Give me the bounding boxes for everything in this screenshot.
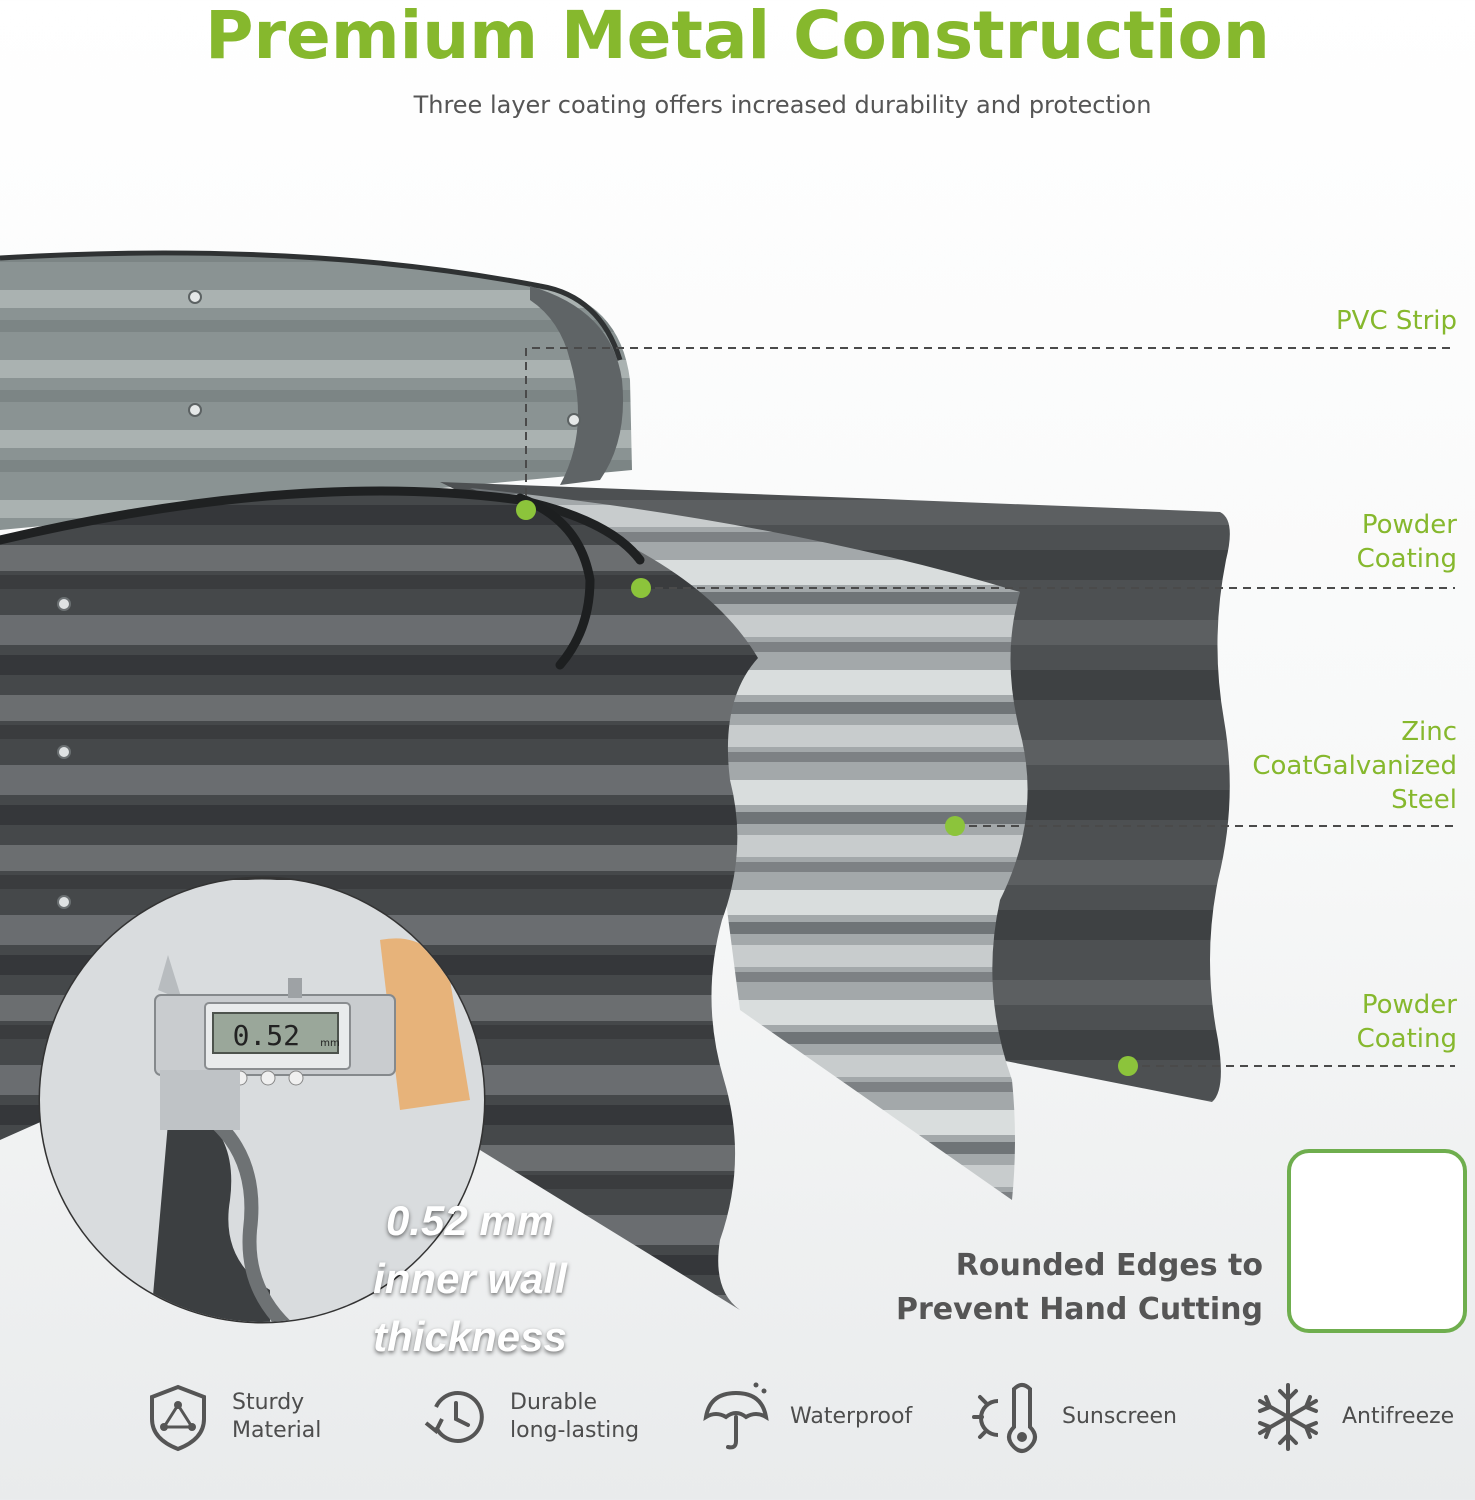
thickness-description: inner wall thickness [373,1255,567,1360]
feature-sturdy-material: Sturdy Material [140,1372,321,1462]
caliper-reading: 0.52 [233,1019,300,1052]
feature-antifreeze: Antifreeze [1250,1372,1454,1462]
label-powder-coating-inner: Powder Coating [1356,990,1457,1054]
thickness-value: 0.52 mm [385,1197,555,1244]
feature-label: Durable [510,1390,598,1415]
back-bed-ring [0,250,632,530]
label-powder-coating-outer: Powder Coating [1356,510,1457,574]
feature-label: Sunscreen [1062,1404,1177,1429]
feature-sunscreen: Sunscreen [970,1372,1177,1462]
label-zinc-galvanized-steel: Zinc CoatGalvanized Steel [1252,717,1457,815]
clock-cycle-icon [424,1391,484,1443]
zinc-steel-layer [470,488,1028,1200]
label-pvc-strip: PVC Strip [1336,306,1457,336]
shield-icon [150,1384,206,1452]
rounded-edges-callout: Rounded Edges to Prevent Hand Cutting [880,1244,1263,1332]
caliper-zoom-circle: 0.52 mm [38,876,486,1324]
feature-label: Material [232,1418,322,1443]
sun-thermometer-icon [972,1383,1037,1453]
feature-durable: Durable long-lasting [418,1372,639,1462]
caliper-unit: mm [320,1038,339,1049]
caliper-icon: 0.52 mm [154,955,396,1130]
feature-waterproof: Waterproof [698,1372,912,1462]
page-title: Premium Metal Construction [205,0,1270,74]
feature-label: Antifreeze [1342,1404,1455,1429]
page-subtitle: Three layer coating offers increased dur… [413,91,1152,119]
umbrella-icon [703,1382,769,1450]
thickness-callout: 0.52 mm inner wall thickness [280,1192,660,1366]
feature-label: Sturdy [232,1390,305,1415]
front-bed-wall [0,491,758,1310]
feature-label: long-lasting [510,1418,640,1443]
rounded-edge-frame [1287,1149,1467,1333]
snowflake-icon [1258,1383,1318,1451]
rounded-edges-line2: Prevent Hand Cutting [896,1292,1263,1327]
callout-lines [525,347,1455,1067]
rounded-edges-line1: Rounded Edges to [955,1248,1263,1283]
feature-label: Waterproof [790,1404,913,1429]
callout-dots [516,500,1138,1076]
